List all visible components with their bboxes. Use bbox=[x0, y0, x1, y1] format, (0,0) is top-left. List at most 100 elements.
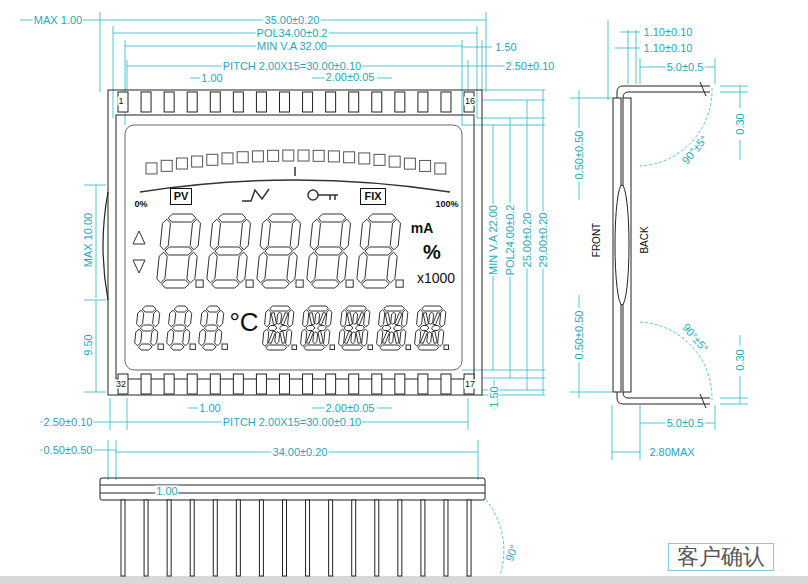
bar-segment bbox=[146, 163, 157, 174]
pin bbox=[141, 92, 151, 112]
dimension-label: 1.50 bbox=[494, 42, 517, 53]
segment bbox=[153, 310, 160, 327]
dimension-label: 1.00 bbox=[200, 73, 223, 84]
node-text: 客户确认 bbox=[677, 546, 765, 568]
segment bbox=[280, 331, 285, 343]
decimal-point bbox=[396, 280, 403, 287]
dimension-label: 0.50±0.50 bbox=[574, 130, 585, 181]
pin-leg bbox=[421, 500, 425, 576]
dimension-label: MIN V.A 22.00 bbox=[488, 204, 499, 276]
pin-leg bbox=[467, 500, 471, 576]
bar-segment bbox=[161, 160, 172, 171]
bar-segment bbox=[404, 158, 415, 169]
lcd-symbol-label: % bbox=[422, 242, 442, 262]
segment bbox=[304, 345, 325, 350]
decimal-point bbox=[406, 345, 411, 350]
segment bbox=[339, 329, 345, 346]
lcd-icon-box: PV bbox=[170, 188, 193, 205]
bottom-strip bbox=[0, 576, 808, 584]
segment bbox=[360, 219, 370, 250]
pin-leg bbox=[144, 500, 148, 576]
segment bbox=[385, 313, 390, 325]
lcd-symbol-label: 16 bbox=[464, 97, 476, 106]
pin-leg bbox=[236, 500, 240, 576]
segment bbox=[306, 331, 313, 343]
dimension-label: 1.00 bbox=[155, 486, 178, 497]
segment bbox=[347, 313, 352, 325]
segment bbox=[287, 252, 297, 283]
dimension-label: POL24.00±0.2 bbox=[505, 204, 516, 277]
dimension-label: 2.50±0.10 bbox=[43, 417, 94, 428]
segment bbox=[315, 247, 343, 255]
dimension-label: 1.10±0.10 bbox=[643, 43, 694, 54]
pin bbox=[441, 374, 451, 394]
bar-segment bbox=[374, 154, 385, 165]
bar-segment bbox=[268, 150, 279, 161]
bar-segment bbox=[344, 152, 355, 163]
decimal-point bbox=[246, 280, 253, 287]
segment bbox=[212, 280, 240, 288]
segment bbox=[281, 313, 288, 325]
dimension-label: 25.00±0.20 bbox=[522, 212, 533, 269]
segment bbox=[394, 331, 399, 343]
pin-leg bbox=[375, 500, 379, 576]
segment bbox=[309, 313, 314, 325]
segment bbox=[303, 310, 309, 327]
segment bbox=[438, 329, 444, 346]
segment bbox=[268, 326, 277, 331]
segment bbox=[423, 313, 428, 325]
segment bbox=[337, 252, 347, 283]
dimension-label: 1.50 bbox=[489, 385, 500, 408]
node-text: FIX bbox=[364, 191, 381, 202]
segment bbox=[395, 313, 402, 325]
segment bbox=[260, 219, 270, 250]
pin-leg bbox=[282, 500, 286, 576]
pin bbox=[210, 374, 220, 394]
decimal-point bbox=[444, 345, 449, 350]
segment bbox=[341, 310, 347, 327]
segment bbox=[268, 214, 296, 222]
dimension-label: 90°±5° bbox=[679, 133, 710, 167]
bar-segment bbox=[207, 154, 218, 165]
pin bbox=[187, 92, 197, 112]
pin bbox=[210, 92, 220, 112]
pin bbox=[233, 92, 243, 112]
bar-segment bbox=[435, 163, 446, 174]
segment bbox=[318, 214, 346, 222]
segment bbox=[218, 214, 246, 222]
dimension-label: 5.0±0.5 bbox=[666, 62, 705, 73]
dimension-label: 5.0±0.5 bbox=[666, 418, 705, 429]
dimension-label: 0.50±0.50 bbox=[574, 310, 585, 361]
bar-segment bbox=[252, 151, 263, 162]
segment bbox=[433, 313, 440, 325]
segment bbox=[279, 326, 288, 331]
segment bbox=[362, 329, 368, 346]
pin bbox=[164, 92, 174, 112]
pins bbox=[118, 92, 474, 394]
side-view bbox=[613, 82, 710, 408]
decimal-point bbox=[296, 280, 303, 287]
segment bbox=[265, 310, 271, 327]
segment bbox=[357, 252, 367, 283]
pin bbox=[279, 374, 289, 394]
decimal-point bbox=[196, 280, 203, 287]
bottom-view bbox=[100, 478, 485, 500]
segment bbox=[160, 219, 170, 250]
decimal-point bbox=[330, 345, 335, 350]
segment bbox=[266, 345, 287, 350]
segment bbox=[183, 329, 190, 346]
segment bbox=[171, 344, 185, 350]
segment bbox=[215, 329, 222, 346]
bar-segment bbox=[283, 150, 294, 161]
pin-leg bbox=[352, 500, 356, 576]
bottom-pins bbox=[121, 500, 471, 576]
segment bbox=[172, 325, 186, 331]
pin bbox=[349, 92, 359, 112]
segment bbox=[140, 325, 154, 331]
dimension-label: 34.00±0.20 bbox=[272, 447, 329, 458]
bar-segment bbox=[389, 156, 400, 167]
segment bbox=[420, 331, 427, 343]
segment bbox=[440, 310, 446, 327]
segment bbox=[393, 326, 402, 331]
segment bbox=[346, 306, 367, 311]
